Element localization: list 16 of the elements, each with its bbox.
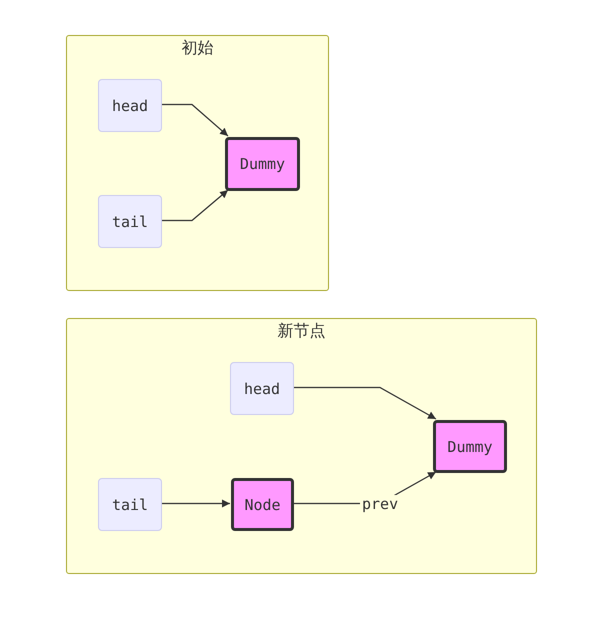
arrow	[161, 500, 230, 508]
process-box: tail	[98, 478, 162, 531]
highlighted-box: Dummy	[225, 137, 300, 191]
process-box: head	[230, 362, 294, 415]
arrow	[293, 386, 436, 420]
arrow	[161, 190, 228, 222]
process-box: head	[98, 79, 162, 132]
edge-label: prev	[360, 494, 400, 512]
highlighted-box: Node	[231, 478, 294, 531]
group-box	[66, 35, 329, 291]
group-title: 初始	[182, 38, 214, 59]
process-box: tail	[98, 195, 162, 248]
group-box	[66, 318, 537, 574]
highlighted-box: Dummy	[433, 420, 507, 473]
arrow	[161, 104, 228, 136]
group-title: 新节点	[278, 321, 326, 342]
